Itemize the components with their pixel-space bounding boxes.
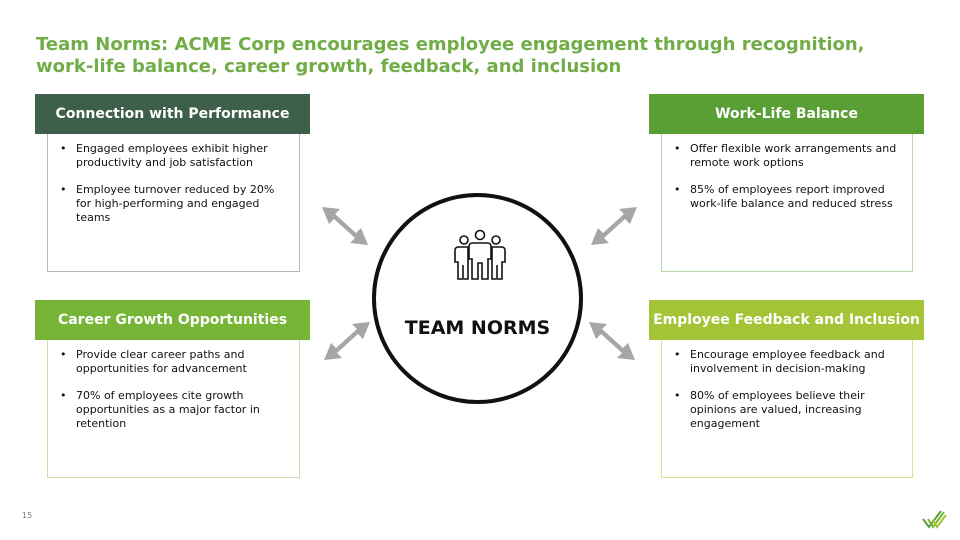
card-body-work-life-balance: Offer flexible work arrangements and rem… bbox=[661, 134, 913, 272]
card-heading-feedback-inclusion: Employee Feedback and Inclusion bbox=[649, 300, 924, 340]
bullet-item: Employee turnover reduced by 20% for hig… bbox=[58, 183, 287, 225]
card-body-connection-performance: Engaged employees exhibit higher product… bbox=[47, 134, 300, 272]
double-arrow-bottom-left bbox=[324, 322, 370, 360]
card-body-career-growth: Provide clear career paths and opportuni… bbox=[47, 340, 300, 478]
card-heading-work-life-balance: Work-Life Balance bbox=[649, 94, 924, 134]
bullet-item: Engaged employees exhibit higher product… bbox=[58, 142, 287, 170]
slide-title: Team Norms: ACME Corp encourages employe… bbox=[36, 34, 865, 77]
card-heading-career-growth: Career Growth Opportunities bbox=[35, 300, 310, 340]
brand-checkmark-icon bbox=[922, 510, 947, 529]
double-arrow-top-left bbox=[322, 207, 368, 245]
bullet-item: Encourage employee feedback and involvem… bbox=[672, 348, 900, 376]
page-number: 15 bbox=[22, 511, 33, 520]
team-norms-label: TEAM NORMS bbox=[404, 317, 551, 339]
bullet-item: Offer flexible work arrangements and rem… bbox=[672, 142, 900, 170]
double-arrow-top-right bbox=[591, 207, 637, 245]
double-arrow-bottom-right bbox=[589, 322, 635, 360]
team-people-icon bbox=[454, 229, 506, 280]
card-body-feedback-inclusion: Encourage employee feedback and involvem… bbox=[661, 340, 913, 478]
bullet-item: 80% of employees believe their opinions … bbox=[672, 389, 900, 431]
bullet-item: 85% of employees report improved work-li… bbox=[672, 183, 900, 211]
bullet-item: 70% of employees cite growth opportuniti… bbox=[58, 389, 287, 431]
card-heading-connection-performance: Connection with Performance bbox=[35, 94, 310, 134]
team-norms-circle: TEAM NORMS bbox=[372, 193, 583, 404]
bullet-item: Provide clear career paths and opportuni… bbox=[58, 348, 287, 376]
